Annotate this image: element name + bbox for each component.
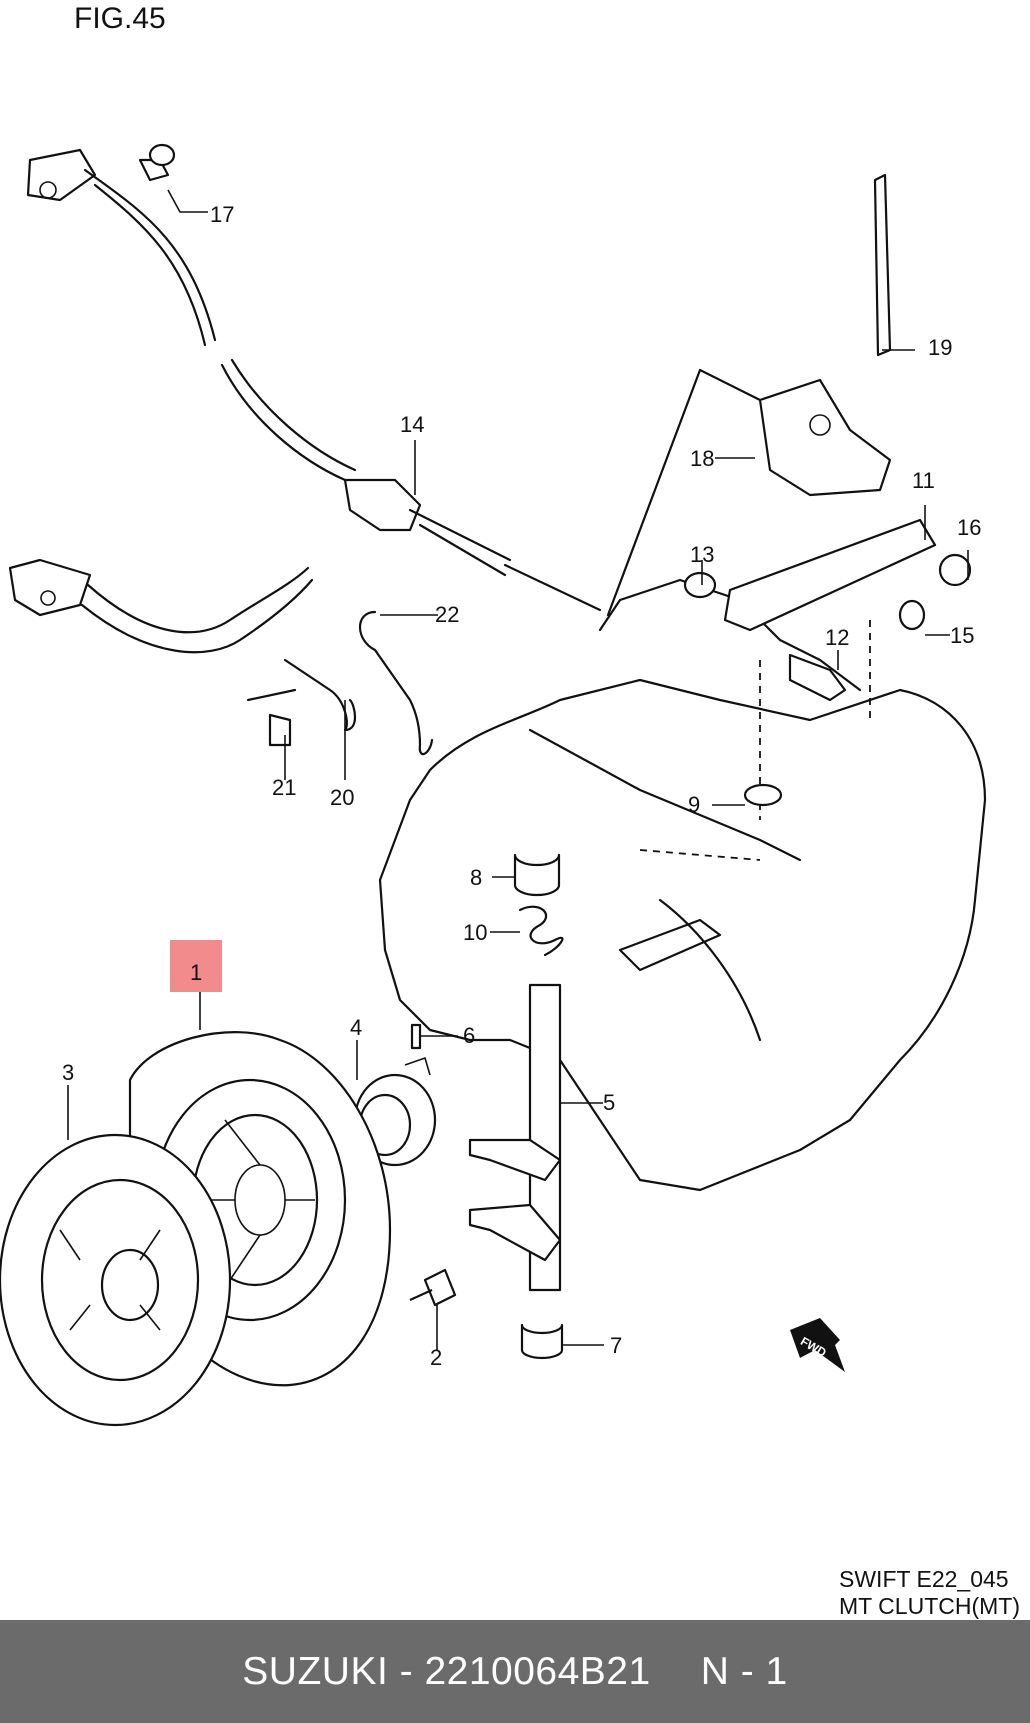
callout-label-4[interactable]: 4	[350, 1015, 362, 1040]
callout-label-7[interactable]: 7	[610, 1333, 622, 1358]
clutch-disc	[0, 1133, 232, 1427]
callout-label-17[interactable]: 17	[210, 202, 234, 227]
callout-label-22[interactable]: 22	[435, 602, 459, 627]
callout-label-13[interactable]: 13	[690, 542, 714, 567]
callout-label-10[interactable]: 10	[463, 920, 487, 945]
exploded-parts-diagram: FWD 1 2 3 4 5 6 7 8 9 1	[0, 143, 987, 1427]
footer-part-reference: SUZUKI - 2210064B21	[242, 1649, 651, 1693]
callout-label-6[interactable]: 6	[463, 1023, 475, 1048]
callout-leaders	[67, 189, 969, 1350]
callout-label-3[interactable]: 3	[62, 1060, 74, 1085]
pin	[410, 1023, 422, 1050]
callout-label-15[interactable]: 15	[950, 623, 974, 648]
callout-label-14[interactable]: 14	[400, 412, 424, 437]
release-bearing	[353, 1056, 437, 1167]
callout-label-9[interactable]: 9	[688, 792, 700, 817]
callout-label-2[interactable]: 2	[430, 1345, 442, 1370]
release-parts	[148, 143, 972, 957]
callout-1-highlight	[170, 940, 222, 992]
callout-label-21[interactable]: 21	[272, 775, 296, 800]
callout-label-18[interactable]: 18	[690, 446, 714, 471]
figure-title: FIG.45	[74, 2, 166, 35]
bolt	[409, 1268, 457, 1307]
bushing	[520, 1323, 564, 1360]
callout-label-8[interactable]: 8	[470, 865, 482, 890]
footer-bar: SUZUKI - 2210064B21 N - 1	[0, 1620, 1030, 1723]
caption-line-1: SWIFT E22_045	[839, 1566, 1009, 1592]
callout-label-1[interactable]: 1	[190, 960, 202, 985]
caption-line-2: MT CLUTCH(MT)	[839, 1593, 1020, 1619]
release-shaft	[468, 983, 562, 1292]
callout-label-11[interactable]: 11	[912, 468, 935, 493]
callout-label-16[interactable]: 16	[957, 515, 981, 540]
diagram-caption: SWIFT E22_045 MT CLUTCH(MT)	[839, 1566, 1020, 1620]
footer-quantity: N - 1	[700, 1649, 788, 1693]
callout-label-5[interactable]: 5	[603, 1090, 615, 1115]
callout-label-12[interactable]: 12	[825, 625, 849, 650]
callout-labels: 1 2 3 4 5 6 7 8 9 10 11 12 13 14 15 16 1…	[62, 202, 981, 1370]
callout-label-19[interactable]: 19	[928, 335, 952, 360]
clutch-cable	[26, 148, 602, 612]
fwd-direction-badge: FWD	[790, 1318, 845, 1372]
pedal-arm	[8, 558, 314, 654]
callout-label-20[interactable]: 20	[330, 785, 354, 810]
